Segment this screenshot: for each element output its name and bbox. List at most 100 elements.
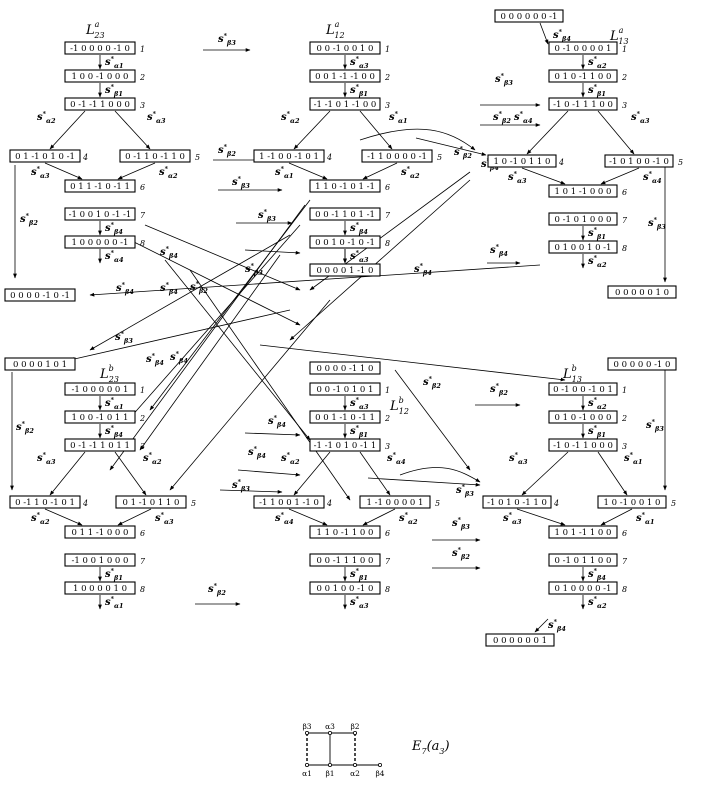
vector-4-vector: 1 0 -1 0 1 1 0 xyxy=(494,157,551,167)
merge-arrow-left xyxy=(521,167,566,185)
edge-17 xyxy=(89,234,291,351)
vector-7: -1 0 0 1 0 -1 -1 xyxy=(64,207,136,221)
index-7: 7 xyxy=(622,216,628,225)
vector-6-vector: 1 0 1 -1 1 0 0 xyxy=(555,528,612,538)
vector-5: 0 -1 1 0 -1 1 0 xyxy=(119,149,191,163)
index-4: 4 xyxy=(326,153,332,162)
vector-1-vector: -1 0 0 0 0 -1 0 xyxy=(70,44,130,54)
edge-label-26: s*β2 xyxy=(208,582,226,597)
branch-op-right: s*α1 xyxy=(389,110,408,125)
vector-8: 1 0 0 0 0 1 0 xyxy=(64,581,136,595)
index-7: 7 xyxy=(140,557,146,566)
edge-24 xyxy=(237,469,301,477)
vector-1: 0 -1 0 0 -1 0 1 xyxy=(548,382,618,396)
end-vector-vector: 0 0 0 0 -1 0 -1 xyxy=(10,291,70,301)
index-4: 4 xyxy=(82,153,88,162)
vector-8: 1 0 0 0 0 0 -1 xyxy=(64,235,136,249)
vector-1-vector: 0 -1 0 0 0 0 1 xyxy=(555,44,612,54)
merge-arrow-right xyxy=(362,162,398,180)
branch-arrow-left xyxy=(521,451,569,496)
edge-22 xyxy=(69,309,291,361)
vector-6: 0 1 1 -1 0 0 0 xyxy=(64,525,136,539)
step-op: s*α2 xyxy=(588,595,607,610)
index-1: 1 xyxy=(385,386,390,395)
merge-arrow-left xyxy=(44,508,83,526)
index-6: 6 xyxy=(140,529,145,538)
edge-28 xyxy=(367,477,481,487)
vector-2: 0 0 1 -1 0 -1 1 xyxy=(309,410,381,424)
edge-26 xyxy=(394,369,471,471)
step-op: s*α3 xyxy=(350,55,369,70)
vector-8-vector: 0 1 0 0 1 0 -1 xyxy=(555,243,612,253)
merge-op-right: s*α1 xyxy=(636,511,655,526)
index-4: 4 xyxy=(326,499,332,508)
vector-1-vector: -1 0 0 0 0 0 1 xyxy=(72,385,129,395)
index-8: 8 xyxy=(140,239,145,248)
edge-11 xyxy=(289,179,471,341)
top-op: s*β4 xyxy=(553,28,571,43)
branch-arrow-left xyxy=(293,451,331,496)
step-op: s*α1 xyxy=(105,55,124,70)
merge-arrow-left xyxy=(288,162,328,180)
step-op: s*α3 xyxy=(350,396,369,411)
end-op: s*β4 xyxy=(548,618,566,633)
edge-21 xyxy=(169,299,331,491)
end-vector: 0 0 0 0 0 1 0 xyxy=(607,285,677,299)
vector-3: 0 -1 -1 1 0 0 0 xyxy=(64,97,136,111)
vector-2-vector: 0 1 0 -1 1 0 0 xyxy=(555,72,612,82)
vector-5: 1 -1 0 0 0 0 1 xyxy=(359,495,431,509)
index-5: 5 xyxy=(435,499,440,508)
index-7: 7 xyxy=(385,557,391,566)
vector-6-vector: 1 1 0 -1 1 0 0 xyxy=(317,528,374,538)
dynkin-label-α3: α3 xyxy=(325,722,335,731)
edge-label-12: s*β4 xyxy=(116,281,134,296)
end-vector: 0 0 0 0 1 -1 0 xyxy=(309,263,381,277)
index-3: 3 xyxy=(140,442,145,451)
step-op: s*α2 xyxy=(588,254,607,269)
vector-6: 1 1 0 -1 1 0 0 xyxy=(309,525,381,539)
edge-label-0: s*β3 xyxy=(218,32,236,47)
index-2: 2 xyxy=(139,73,145,82)
index-1: 1 xyxy=(140,386,145,395)
vector-3: -1 -1 0 1 -1 0 0 xyxy=(309,97,381,111)
branch-op-left: s*α3 xyxy=(37,451,56,466)
edge-13 xyxy=(129,239,301,326)
branch-op-right: s*α3 xyxy=(147,110,166,125)
merge-arrow-right xyxy=(600,167,640,185)
dynkin-label-β1: β1 xyxy=(325,769,334,778)
step-op: s*α3 xyxy=(350,595,369,610)
vector-3: -1 0 -1 1 0 0 0 xyxy=(548,438,618,452)
vector-7: 0 -1 0 1 0 0 0 xyxy=(548,212,618,226)
vector-2: 1 0 0 -1 0 1 1 xyxy=(64,410,136,424)
vector-4-vector: 1 -1 0 0 -1 0 1 xyxy=(259,152,319,162)
vector-4: -1 1 0 0 1 -1 0 xyxy=(253,495,325,509)
edge-label-24: s*β3 xyxy=(452,516,470,531)
dynkin-label-α2: α2 xyxy=(350,769,360,778)
vector-7-vector: -1 0 0 1 0 0 0 xyxy=(72,556,129,566)
index-3: 3 xyxy=(385,442,390,451)
edge-25 xyxy=(219,489,283,494)
step-op: s*β1 xyxy=(350,567,368,582)
vector-4: 1 0 -1 0 1 1 0 xyxy=(487,154,557,168)
vector-5-vector: -1 1 0 0 0 0 -1 xyxy=(367,152,427,162)
vector-6: 1 0 1 -1 1 0 0 xyxy=(548,525,618,539)
edge-label-9: s*β4 xyxy=(490,243,508,258)
index-5: 5 xyxy=(678,158,683,167)
vector-8-vector: 1 0 0 0 0 1 0 xyxy=(73,584,127,594)
dynkin-node xyxy=(304,731,309,736)
edge-6 xyxy=(244,249,301,255)
edge-32 xyxy=(259,344,566,382)
vector-1: 0 0 -1 0 1 0 1 xyxy=(309,382,381,396)
edge-label-25: s*β2 xyxy=(452,546,470,561)
branch-arrow-left xyxy=(49,451,86,496)
vector-2: 0 0 1 -1 -1 0 0 xyxy=(309,69,381,83)
merge-op-left: s*α3 xyxy=(503,511,522,526)
index-4: 4 xyxy=(553,499,559,508)
vector-5-vector: 0 -1 1 0 -1 1 0 xyxy=(125,152,185,162)
vector-4: 0 -1 1 0 -1 0 1 xyxy=(9,495,81,509)
step-op: s*β4 xyxy=(588,567,606,582)
edge-12 xyxy=(144,224,301,291)
curve-edge-2 xyxy=(399,467,481,483)
